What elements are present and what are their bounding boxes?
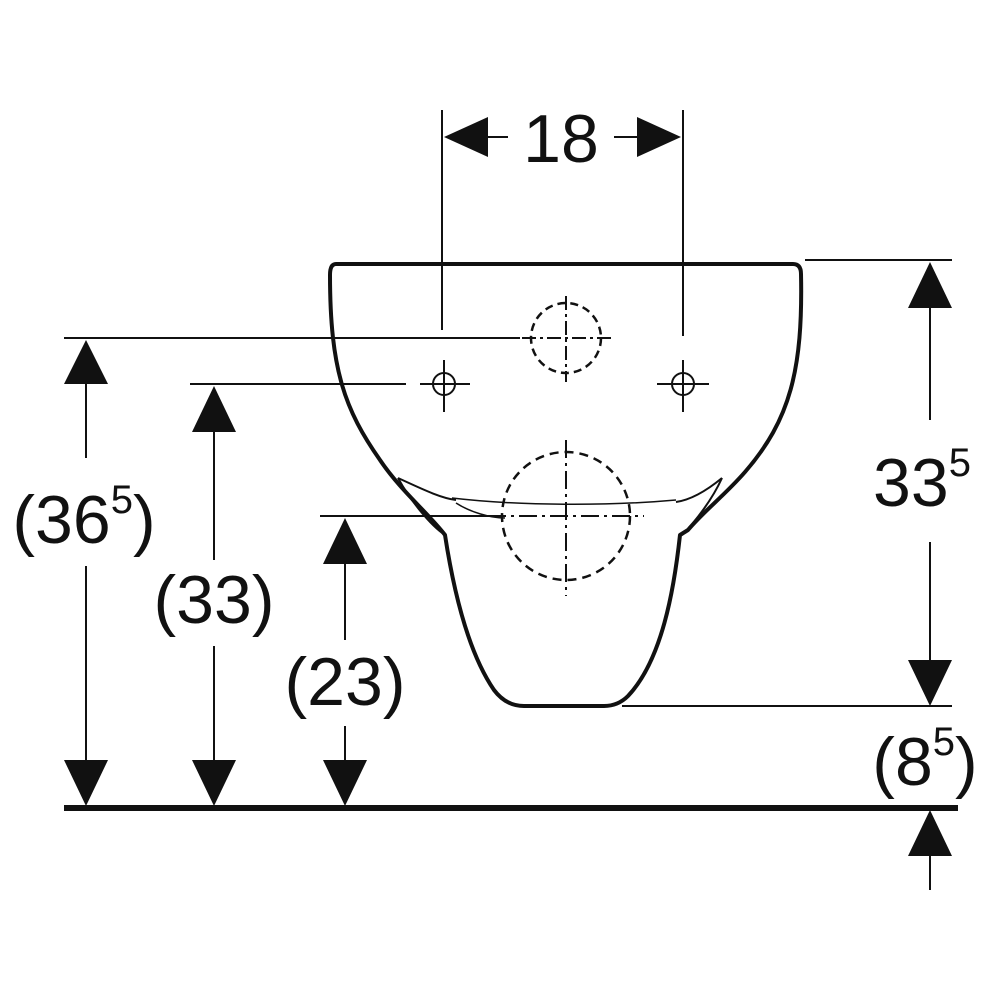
arrowhead — [908, 660, 952, 706]
arrowhead — [64, 760, 108, 806]
bowl-outline — [328, 262, 804, 708]
arrowhead — [637, 117, 681, 157]
rim-detail — [397, 477, 723, 536]
dim-bowl-height-label: 335 — [873, 441, 971, 521]
dim-bowl-height-line — [908, 262, 952, 706]
dim-outlet-height-line — [323, 518, 367, 806]
arrowhead — [192, 386, 236, 432]
arrowhead — [908, 810, 952, 856]
arrowhead — [323, 518, 367, 564]
fixing-hole-left — [420, 360, 470, 412]
arrowhead — [64, 340, 108, 384]
arrowhead — [323, 760, 367, 806]
dim-fixing-height-label: (33) — [154, 562, 275, 638]
dimension-lines — [64, 117, 952, 890]
centre-lines — [488, 296, 644, 596]
arrowhead — [192, 760, 236, 806]
dim-outlet-height-label: (23) — [285, 644, 406, 720]
dim-hole-spacing-line — [444, 117, 681, 157]
fixing-holes — [420, 360, 709, 412]
arrowhead — [444, 117, 488, 157]
extension-lines — [64, 110, 952, 707]
dim-floor-clearance-line — [908, 810, 952, 890]
dim-hole-spacing-label: 18 — [523, 101, 599, 177]
arrowhead — [908, 262, 952, 308]
toilet-outline — [328, 262, 804, 708]
dim-fixing-height-line — [192, 386, 236, 806]
fixing-hole-right — [657, 360, 709, 412]
dim-floor-clearance-label: (85) — [872, 720, 977, 800]
dim-total-height-line — [64, 340, 108, 806]
dim-total-height-label: (365) — [12, 478, 155, 558]
